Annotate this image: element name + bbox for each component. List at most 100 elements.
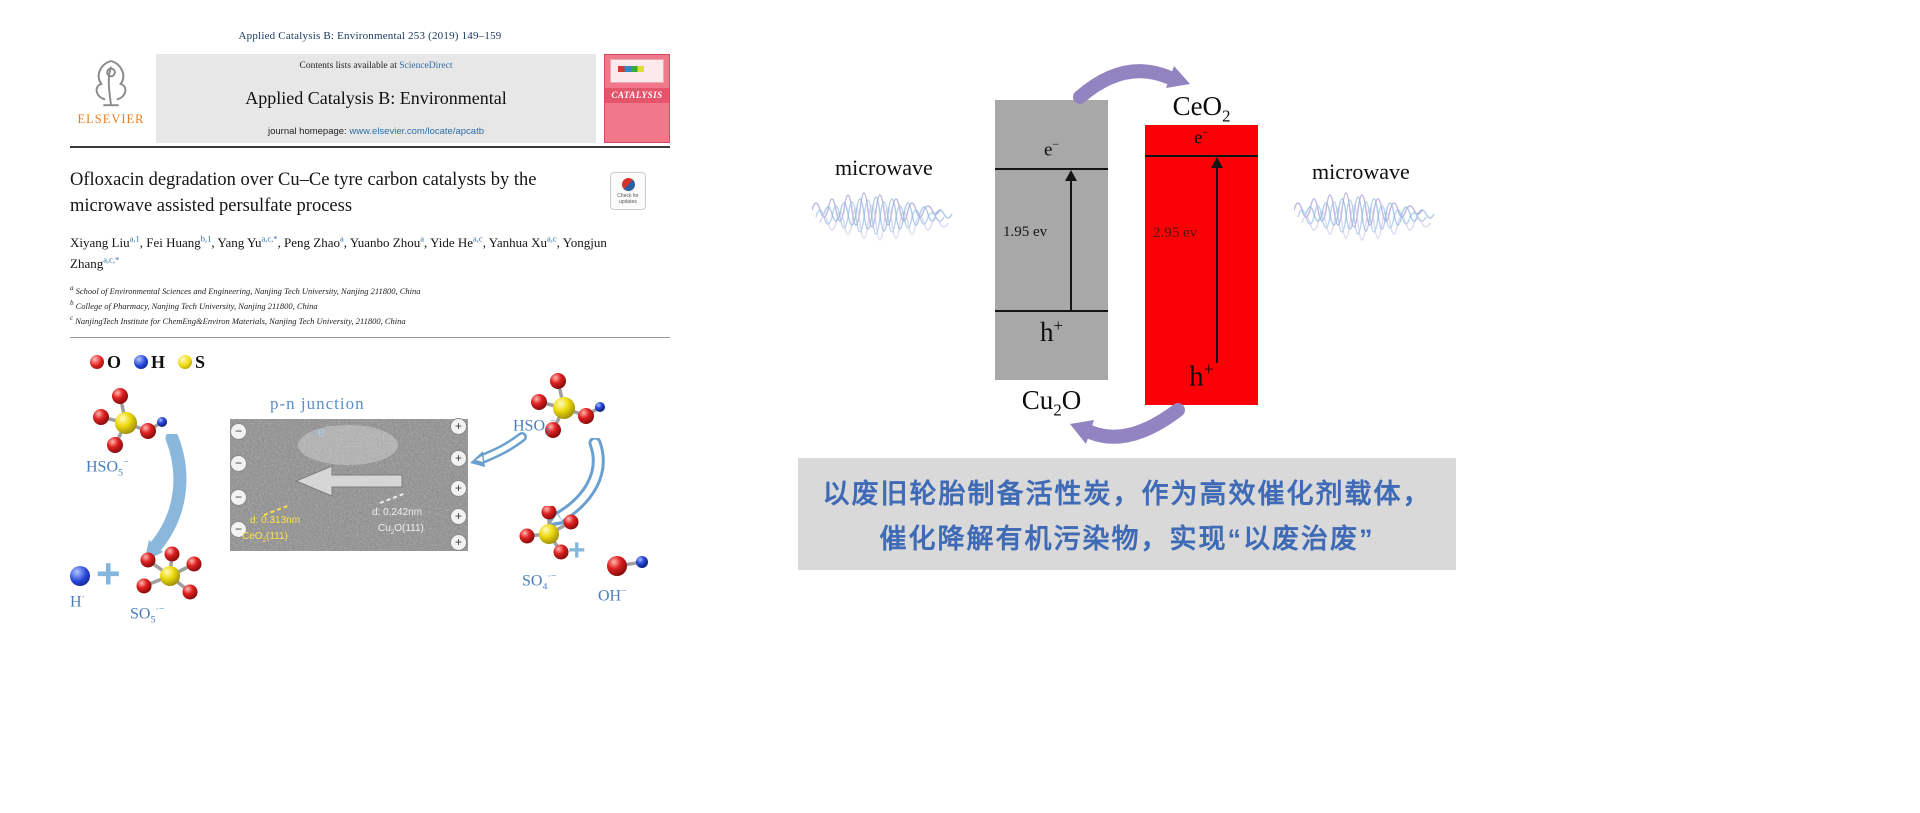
h-radical-label: H·	[70, 591, 85, 611]
d-spacing-ceo2: d: 0.313nm	[250, 514, 301, 526]
author-list: Xiyang Liua,1, Fei Huangb,1, Yang Yua,c,…	[70, 233, 630, 274]
hso5-molecule	[93, 387, 167, 453]
author: Peng Zhaoa,	[284, 233, 350, 251]
hole-transfer-arrow-bottom	[1070, 403, 1185, 444]
journal-cover-thumbnail: CATALYSIS	[604, 54, 670, 143]
bandgap-value: 2.95 ev	[1153, 225, 1198, 241]
ceo2-band-bar: e− 2.95 ev h+	[1145, 125, 1258, 405]
negative-charge-badge: −	[230, 520, 247, 538]
microwave-label-left: microwave	[835, 155, 933, 180]
hso5-molecule	[531, 372, 605, 438]
positive-charge-badge: +	[450, 417, 467, 435]
bandgap-arrow-head	[1211, 157, 1223, 168]
article-title: Ofloxacin degradation over Cu–Ce tyre ca…	[70, 170, 537, 216]
cu2o-band-bar: e− 1.95 ev h+	[995, 100, 1108, 380]
conduction-band-line	[1145, 155, 1258, 157]
journal-title: Applied Catalysis B: Environmental	[245, 88, 507, 108]
tem-image	[230, 418, 468, 551]
plus-sign: +	[568, 533, 586, 567]
legend-item-hydrogen: H	[134, 352, 165, 373]
section-divider	[70, 336, 670, 338]
positive-charge-badge: +	[450, 507, 467, 525]
masthead-center: Contents lists available at ScienceDirec…	[156, 54, 596, 143]
plus-sign: +	[96, 549, 121, 597]
legend-item-oxygen: O	[90, 352, 121, 373]
bandgap-value: 1.95 ev	[1003, 224, 1048, 240]
citation-line: Applied Catalysis B: Environmental 253 (…	[238, 30, 502, 42]
summary-line-1: 以废旧轮胎制备活性炭，作为高效催化剂载体，	[822, 479, 1432, 509]
affiliations: a School of Environmental Sciences and E…	[70, 283, 670, 328]
negative-charge-badge: −	[230, 422, 247, 440]
hydrogen-atom-ball	[70, 565, 90, 586]
cover-color-chips	[618, 66, 644, 72]
so4-label: SO4·−	[522, 570, 557, 593]
so5-label: SO5·−	[130, 603, 165, 626]
ceo2-label: CeO2	[1172, 91, 1231, 126]
contents-line: Contents lists available at ScienceDirec…	[299, 61, 452, 71]
hso5-label-left: HSO5−	[86, 456, 129, 479]
cu2o-label: Cu2O	[1021, 385, 1082, 420]
author: Yide Hea,c,	[430, 233, 489, 251]
negative-charge-badge: −	[230, 488, 247, 506]
bandgap-arrow-head	[1065, 170, 1077, 181]
phase-cu2o: Cu2O(111)	[378, 522, 424, 536]
microwave-waves-right-icon	[1294, 192, 1435, 241]
microwave-waves-left-icon	[812, 192, 953, 241]
sciencedirect-link[interactable]: ScienceDirect	[399, 61, 453, 71]
microwave-label-right: microwave	[1312, 159, 1410, 184]
electron-label: e−	[1193, 126, 1210, 149]
author: Yang Yua,c,*,	[217, 233, 285, 251]
legend-item-sulfur: S	[178, 352, 205, 373]
hso5-label-right: HSO5−	[513, 415, 556, 438]
electron-transfer-arrow-top	[1073, 64, 1190, 104]
elsevier-tree-icon	[95, 59, 127, 107]
electron-label: e−	[318, 421, 331, 441]
electron-flow-arrow	[294, 464, 403, 497]
positive-charge-badge: +	[450, 533, 467, 551]
check-updates-label: Check for updates	[617, 192, 639, 205]
check-for-updates-badge[interactable]: Check for updates	[610, 172, 646, 210]
positive-charge-badge: +	[450, 479, 467, 497]
hole-label: h+	[1189, 359, 1214, 393]
atom-legend: O H S	[90, 352, 205, 373]
cover-title-band	[605, 88, 669, 103]
journal-masthead: ELSEVIER Contents lists available at Sci…	[70, 54, 670, 148]
paper-first-page: Applied Catalysis B: Environmental 253 (…	[70, 30, 670, 646]
check-updates-icon	[621, 177, 635, 191]
d-spacing-cu2o: d: 0.242nm	[372, 506, 423, 518]
positive-charge-badge: +	[450, 449, 467, 467]
author: Xiyang Liua,1,	[70, 233, 147, 251]
pn-junction-label: p-n junction	[270, 393, 365, 413]
so4-molecule	[519, 505, 579, 560]
homepage-line: journal homepage: www.elsevier.com/locat…	[268, 126, 484, 137]
affiliation: a School of Environmental Sciences and E…	[70, 283, 421, 296]
band-diagram: microwave microwave e− 1.95 ev h+ e− 2.9…	[800, 55, 1460, 455]
sulfur-ball-icon	[178, 355, 193, 370]
author: Fei Huangb,1,	[146, 233, 218, 251]
hydrogen-ball-icon	[134, 355, 149, 370]
conduction-band-line	[995, 168, 1108, 170]
cover-top-panel	[610, 59, 664, 83]
summary-line-2: 催化降解有机污染物，实现“以废治废”	[879, 524, 1375, 554]
cover-title: CATALYSIS	[611, 90, 663, 100]
bandgap-arrow	[1070, 180, 1072, 310]
elsevier-wordmark: ELSEVIER	[77, 112, 145, 126]
phase-ceo2: CeO2(111)	[242, 530, 288, 544]
adsorption-arrow	[470, 431, 527, 467]
affiliation: b College of Pharmacy, Nanjing Tech Univ…	[70, 298, 318, 311]
author: Yuanbo Zhoua,	[349, 233, 431, 251]
author: Yongjun Zhanga,c,*	[70, 235, 607, 271]
elsevier-logo: ELSEVIER	[70, 54, 152, 143]
graphical-abstract: O H S p-n junction e− − − − − + + + + +	[70, 346, 750, 646]
bandgap-arrow	[1216, 167, 1218, 363]
oxygen-ball-icon	[90, 355, 104, 370]
so5-molecule	[136, 546, 202, 600]
valence-band-line	[995, 310, 1108, 312]
summary-box: 以废旧轮胎制备活性炭，作为高效催化剂载体， 催化降解有机污染物，实现“以废治废”	[798, 458, 1456, 570]
journal-homepage-link[interactable]: www.elsevier.com/locate/apcatb	[349, 126, 484, 137]
oh-label: OH−	[598, 585, 627, 605]
affiliation: c NanjingTech Institute for ChemEng&Envi…	[70, 313, 406, 326]
negative-charge-badge: −	[230, 454, 247, 472]
electron-label: e−	[1043, 138, 1060, 161]
hole-label: h+	[1040, 316, 1063, 347]
